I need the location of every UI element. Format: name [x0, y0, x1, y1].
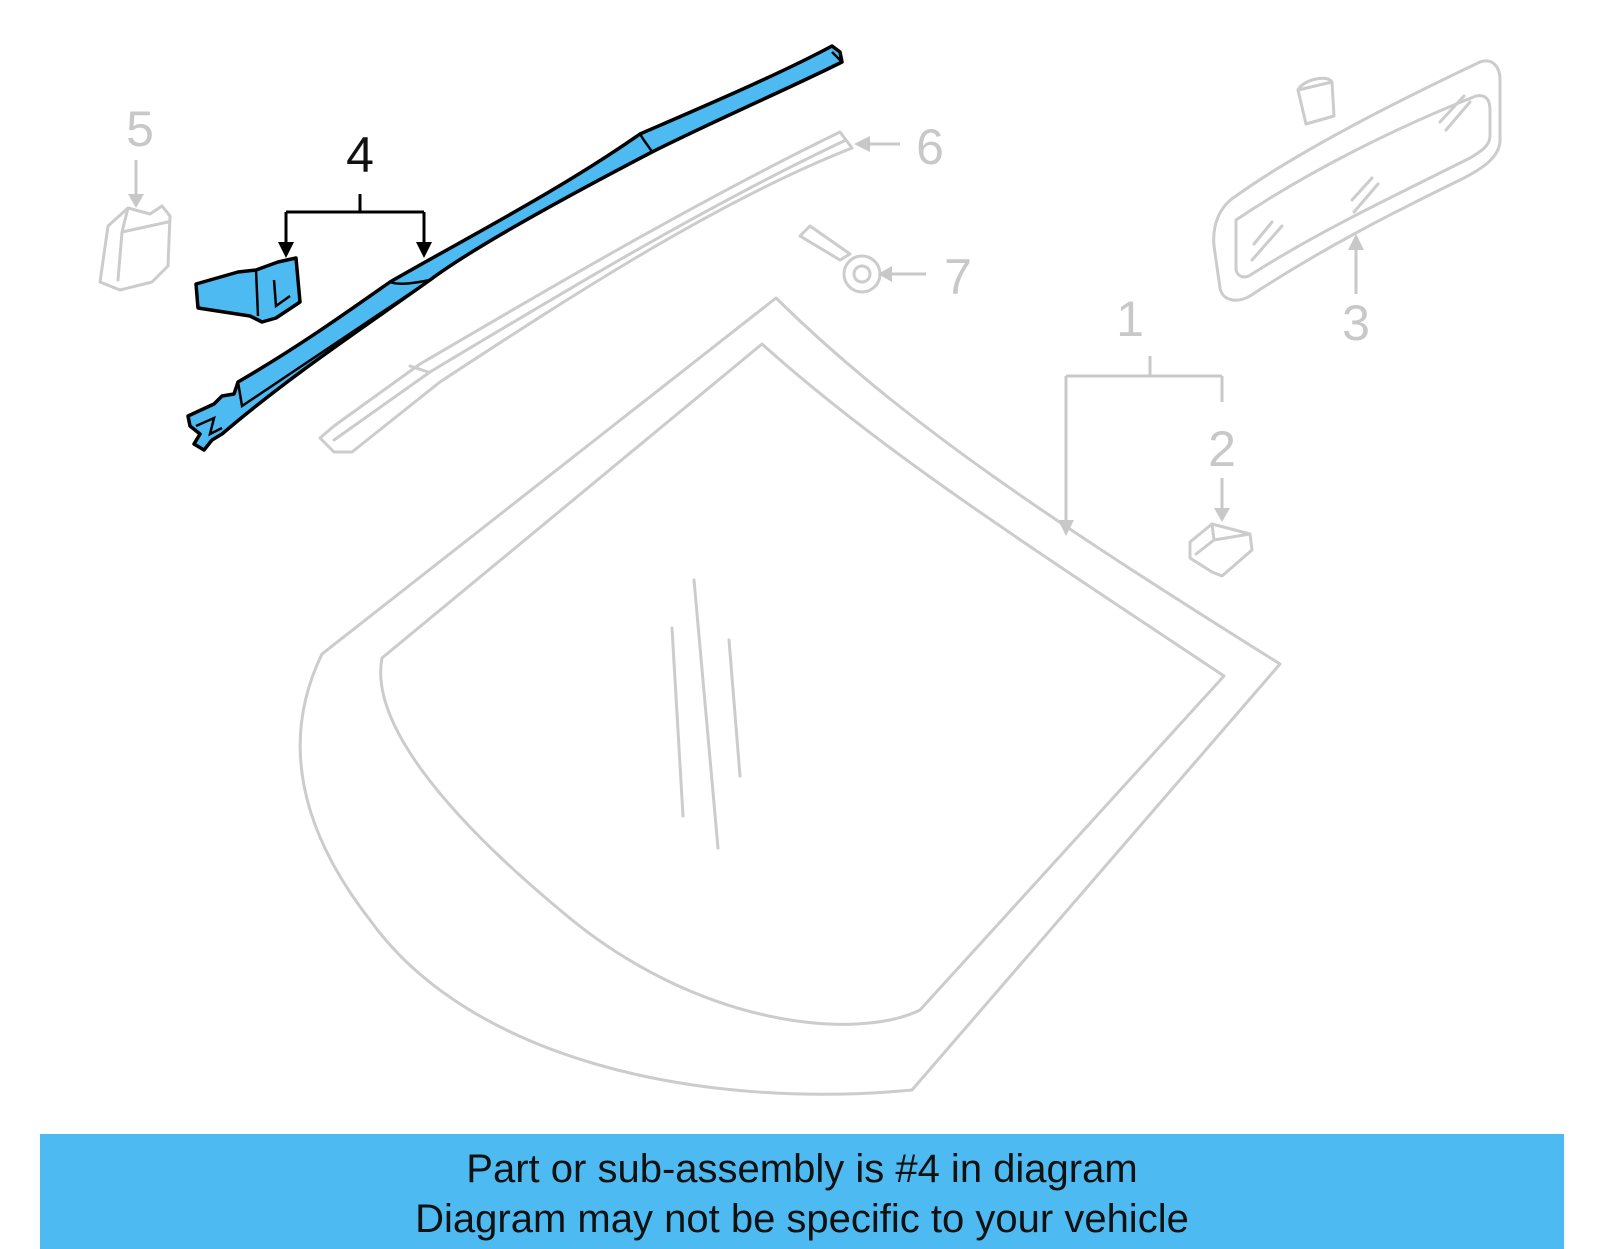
cover-cap-part-5 — [98, 204, 172, 292]
callout-1-arrowhead — [1058, 520, 1074, 536]
rear-view-mirror-part-3 — [1212, 59, 1502, 302]
end-cap-part-4 — [194, 256, 302, 324]
callout-1-leader — [1064, 356, 1224, 526]
notice-banner: Part or sub-assembly is #4 in diagram Di… — [40, 1134, 1564, 1249]
banner-line-1: Part or sub-assembly is #4 in diagram — [466, 1147, 1138, 1191]
callout-4-leader — [284, 194, 426, 244]
callout-4: 4 — [346, 127, 374, 183]
callout-4-arrowhead-left — [278, 242, 294, 258]
banner-line-2: Diagram may not be specific to your vehi… — [415, 1197, 1189, 1241]
callout-7-arrowhead — [878, 266, 892, 282]
callout-5-arrowhead — [128, 194, 144, 208]
windshield-glass — [298, 296, 1282, 1096]
molding-strip-part-6 — [318, 130, 854, 454]
callout-3: 3 — [1342, 295, 1370, 351]
screw-part-7 — [798, 224, 882, 294]
callout-1: 1 — [1116, 291, 1144, 347]
roof-molding-part-4 — [186, 44, 844, 452]
callout-7: 7 — [944, 249, 972, 305]
callout-4-arrowhead-right — [416, 242, 432, 258]
callout-6-arrowhead — [854, 136, 870, 152]
callout-2: 2 — [1208, 421, 1236, 477]
callout-3-arrowhead — [1348, 234, 1364, 250]
callout-2-arrowhead — [1214, 508, 1230, 522]
bracket-clip-part-2 — [1188, 522, 1254, 578]
callout-6: 6 — [916, 119, 944, 175]
callout-5: 5 — [126, 101, 154, 157]
